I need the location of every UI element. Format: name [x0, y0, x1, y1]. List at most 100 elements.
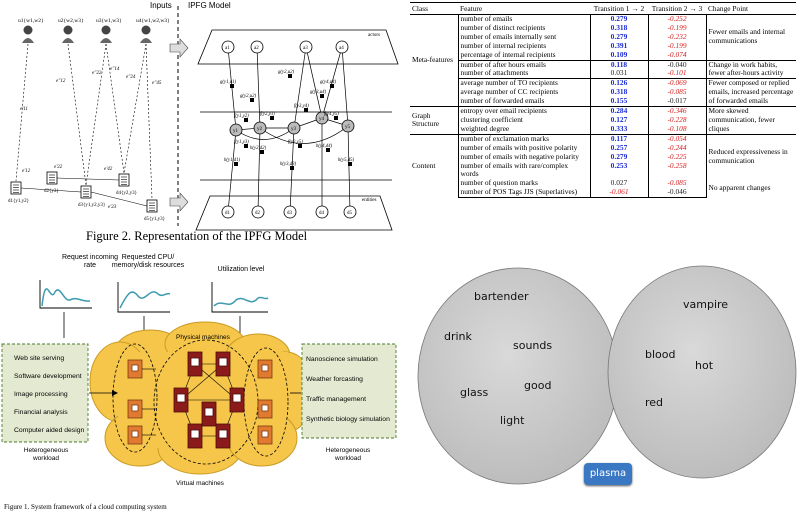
factor-label: h(y5,d5) — [338, 158, 355, 163]
edge-label: e'23 — [108, 205, 117, 210]
factor-node — [270, 116, 274, 120]
header-class: Class — [410, 2, 458, 15]
inputs-label: Inputs — [150, 1, 172, 10]
factor-label: h(y1,d1) — [224, 158, 241, 163]
actor-node-label: a4 — [339, 46, 344, 51]
latent-node — [253, 121, 267, 135]
word-hot: hot — [695, 359, 714, 372]
change-point-cell: Fewer composed or replied emails, increa… — [705, 78, 796, 107]
factor-label: g(y3,u4) — [310, 90, 327, 95]
user-node: u4{w1,w2,w3} — [136, 18, 170, 43]
word-blood: blood — [645, 348, 676, 361]
t23-cell: -0.069 — [647, 78, 706, 89]
change-point-cell: Reduced expressiveness in communication — [705, 133, 796, 180]
t23-cell: -0.346 — [647, 106, 706, 116]
cloud-shape — [89, 321, 315, 475]
factor-node — [260, 150, 264, 154]
physical-label: Physical machines — [176, 334, 230, 341]
t12-cell: 0.257 — [589, 143, 648, 153]
latent-node — [315, 111, 329, 125]
factor-node — [320, 94, 324, 98]
machine-icon — [190, 429, 200, 439]
actor-node — [250, 40, 264, 54]
factor-node — [230, 84, 234, 88]
t12-cell: 0.031 — [589, 68, 648, 79]
entity-node — [283, 205, 297, 219]
t12-cell: 0.118 — [589, 59, 648, 70]
right-workload-item: Nanoscience simulation — [306, 356, 378, 363]
word-bartender: bartender — [474, 290, 529, 303]
t23-cell: -0.101 — [647, 68, 706, 79]
word-good: good — [524, 379, 552, 392]
t12-cell: 0.279 — [589, 13, 648, 24]
right-workload-item: Traffic management — [306, 396, 367, 403]
resources-plot — [117, 282, 171, 313]
latent-node — [287, 121, 301, 135]
feature-cell: number of emails with positive polarity — [457, 143, 590, 153]
edge-label: e''22 — [92, 71, 102, 76]
entity-node-label: d5 — [347, 211, 353, 216]
machine-icon — [176, 393, 186, 403]
latent-node — [341, 119, 355, 133]
feature-cell: average number of TO recipients — [457, 78, 590, 89]
ipfg-diagram: u1{w1,w2}u2{w2,w3}u3{w1,w3}u4{w1,w2,w3} … — [8, 6, 399, 231]
word-red: red — [645, 396, 664, 409]
feature-cell: number of POS Tags JJS (Superlatives) — [457, 187, 590, 199]
t12-cell: 0.333 — [589, 124, 648, 135]
t12-cell: 0.279 — [589, 152, 648, 162]
machine-icon — [204, 407, 214, 417]
factor-node — [244, 144, 248, 148]
factor-node — [234, 162, 238, 166]
right-workload-item: Synthetic biology simulation — [306, 416, 390, 423]
factor-label: f(y4,y5) — [324, 112, 339, 117]
factor-node — [244, 118, 248, 122]
latent-node-label: y3 — [291, 127, 297, 132]
t23-cell: -0.085 — [647, 87, 706, 98]
factor-label: h(y4,d4) — [316, 144, 333, 149]
actors-label: actors — [368, 33, 380, 38]
right-cluster-ellipse — [607, 265, 797, 479]
plasma-button[interactable]: plasma — [584, 463, 632, 485]
utilization-label: Utilization level — [217, 266, 265, 273]
factor-label: g(y2,u2) — [278, 70, 295, 75]
machine-icon — [218, 429, 228, 439]
class-cell: Meta-features — [410, 13, 458, 107]
request-plot — [39, 280, 92, 309]
document-label: d4{y2,y3} — [116, 191, 137, 196]
t23-cell: -0.074 — [647, 50, 706, 61]
factor-node — [330, 84, 334, 88]
feature-cell: number of forwarded emails — [457, 96, 590, 107]
feature-cell: number of emails internally sent — [457, 32, 590, 42]
t23-cell: -0.199 — [647, 23, 706, 33]
header-t12: Transition 1 → 2 — [590, 2, 648, 15]
left-workload-item: Web site serving — [14, 355, 65, 362]
factor-label: f(y1,y3) — [234, 140, 249, 145]
right-footer: Heterogeneous workload — [325, 447, 371, 462]
latent-node-label: y5 — [345, 125, 351, 130]
actor-node-label: a1 — [225, 46, 230, 51]
cloud-diagram — [1, 280, 397, 475]
factor-node — [326, 148, 330, 152]
left-workload-item: Software development — [14, 373, 82, 380]
document-label: d2{y3} — [44, 189, 59, 194]
t12-cell: 0.155 — [589, 96, 648, 107]
feature-cell: weighted degree — [457, 124, 590, 135]
feature-cell: percentage of internal recipients — [457, 50, 590, 61]
actor-node-label: a2 — [254, 46, 259, 51]
entity-node — [343, 205, 357, 219]
entity-node — [221, 205, 235, 219]
machine-icon — [261, 404, 269, 412]
feature-cell: number of emails with negative polarity — [457, 152, 590, 162]
edge-label: e''14 — [110, 67, 120, 72]
machine-icon — [131, 430, 139, 438]
feature-table: Class Feature Transition 1 → 2 Transitio… — [410, 2, 796, 199]
actor-node — [299, 40, 313, 54]
actor-node-label: a3 — [303, 46, 308, 51]
